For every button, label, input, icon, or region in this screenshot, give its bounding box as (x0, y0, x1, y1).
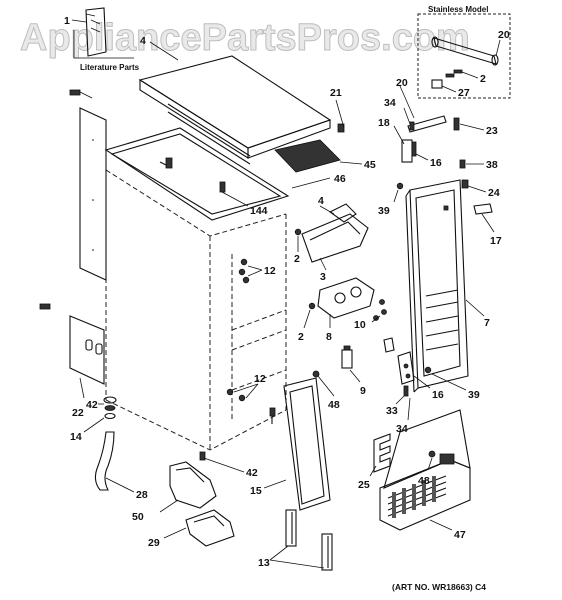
screw-34-lower (407, 397, 411, 421)
callout-24: 24 (488, 187, 500, 199)
callout-2-inset: 2 (480, 73, 486, 85)
callout-47: 47 (454, 529, 466, 541)
callout-18: 18 (378, 117, 390, 129)
callout-29: 29 (148, 537, 160, 549)
callout-48-frame: 48 (328, 399, 340, 411)
callout-23: 23 (486, 125, 498, 137)
kick-panel-47 (379, 409, 471, 531)
callout-15: 15 (250, 485, 262, 497)
callout-3: 3 (320, 271, 326, 283)
callout-7: 7 (484, 317, 490, 329)
screw-38 (459, 159, 484, 169)
pin-33 (395, 385, 409, 405)
bracket-small (383, 337, 395, 353)
screw-42-bottom (199, 451, 245, 473)
auger-motor-8 (317, 277, 375, 328)
label-plate-45 (274, 139, 341, 173)
cap-24 (461, 179, 487, 193)
screw-21 (335, 99, 345, 133)
screw-39-upper (393, 182, 404, 203)
callout-12-upper: 12 (264, 265, 276, 277)
housing-3 (301, 213, 369, 271)
stainless-handle-20 (431, 36, 501, 66)
callout-9: 9 (360, 385, 366, 397)
callout-42-left: 42 (86, 399, 98, 411)
ice-bin-29 (163, 509, 235, 547)
top-cover (138, 41, 332, 165)
callout-48-kick: 48 (418, 475, 430, 487)
callout-8: 8 (326, 331, 332, 343)
literature-parts-label: Literature Parts (80, 63, 140, 72)
callout-144: 144 (250, 205, 268, 217)
callout-50: 50 (132, 511, 144, 523)
screw-39-lower (424, 366, 467, 391)
callout-34-upper: 34 (384, 97, 396, 109)
screw-23 (453, 117, 485, 131)
callout-17: 17 (490, 235, 502, 247)
callout-46: 46 (334, 173, 346, 185)
callout-38: 38 (486, 159, 498, 171)
callout-39-upper: 39 (378, 205, 390, 217)
literature-parts (71, 7, 134, 59)
callout-34-lower: 34 (396, 423, 408, 435)
screws-12-upper (238, 258, 263, 284)
screw-48-kick (427, 450, 436, 471)
callout-4-center: 4 (318, 195, 324, 207)
screws-10 (371, 299, 387, 323)
stainless-screws-2 (445, 69, 479, 79)
trim-strips-13 (269, 509, 333, 571)
drain-tube-28 (94, 431, 135, 493)
watermark-text: AppliancePartsPros.com (20, 17, 470, 59)
callout-14: 14 (70, 431, 82, 443)
callout-10: 10 (354, 319, 366, 331)
callout-27: 27 (458, 87, 470, 99)
callout-21: 21 (330, 87, 342, 99)
screw-42-right (269, 407, 276, 424)
callout-25: 25 (358, 479, 370, 491)
handle-bar-20 (399, 85, 447, 133)
vent-grille (387, 475, 447, 518)
callout-12-lower: 12 (254, 373, 266, 385)
ice-chute-50 (159, 461, 217, 513)
screw-2-upper (294, 228, 302, 252)
door-assembly-7 (405, 179, 485, 393)
screws-12-lower (226, 383, 259, 402)
callout-13: 13 (258, 557, 270, 569)
callout-22: 22 (72, 407, 84, 419)
callout-42-bottom: 42 (246, 467, 258, 479)
callout-20-inset: 20 (498, 29, 510, 41)
cabinet-body (104, 127, 290, 451)
bracket-25 (369, 433, 391, 477)
drain-fitting-42 (98, 396, 117, 411)
callout-20: 20 (396, 77, 408, 89)
callout-1: 1 (64, 15, 70, 27)
callout-33: 33 (386, 405, 398, 417)
stainless-model-inset: Stainless Model 20 2 27 (417, 5, 511, 99)
art-number: (ART NO. WR18663) C4 (392, 582, 486, 592)
stainless-bracket-27 (431, 79, 457, 93)
inset-title: Stainless Model (428, 5, 488, 14)
screw-48-frame (312, 370, 335, 397)
strip-17 (473, 203, 495, 233)
callout-16-upper: 16 (430, 157, 442, 169)
callout-16-lower: 16 (432, 389, 444, 401)
callout-28: 28 (136, 489, 148, 501)
door-frame-15 (263, 377, 331, 511)
callout-2-lower: 2 (298, 331, 304, 343)
callout-4-top: 4 (140, 35, 146, 47)
callout-39-lower: 39 (468, 389, 480, 401)
screw-144 (219, 181, 249, 207)
hinge-9 (341, 345, 361, 383)
screw-34-upper (403, 107, 415, 131)
hinge-lower-16 (397, 351, 431, 389)
back-panel (69, 89, 107, 281)
screw-2-lower (303, 302, 316, 329)
drain-clip-14 (83, 412, 116, 433)
callout-2-upper: 2 (294, 253, 300, 265)
side-bracket-22 (39, 303, 105, 399)
pin-16-upper (411, 141, 429, 161)
callout-45: 45 (364, 159, 376, 171)
